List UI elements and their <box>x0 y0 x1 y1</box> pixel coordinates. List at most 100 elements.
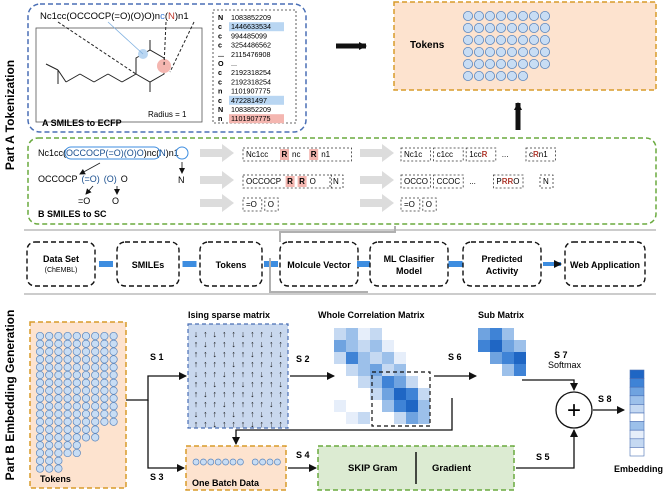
embedding-cell <box>629 378 645 388</box>
matrix-cell <box>406 412 418 424</box>
token-dot <box>100 386 109 395</box>
ising-spin: ↑ <box>231 399 236 409</box>
token-dot <box>81 355 91 364</box>
matrix-cell <box>346 364 358 376</box>
ising-spin: ↑ <box>213 389 218 399</box>
token-dot <box>540 47 551 58</box>
ising-spin: ↑ <box>250 379 255 389</box>
matrix-cell <box>370 376 382 388</box>
sc-row2-out-token: OCCO <box>404 177 428 186</box>
embedding-cell <box>629 369 645 379</box>
token-dot <box>484 59 495 70</box>
ising-spin: ↑ <box>278 339 283 349</box>
matrix-cell <box>382 400 394 412</box>
matrix-cell <box>334 340 346 352</box>
matrix-cell <box>370 388 382 400</box>
pipeline-step-label: SMILEs <box>132 260 165 270</box>
sc-row2-n-out-box <box>539 174 554 189</box>
token-dot <box>109 355 118 364</box>
token-dot <box>54 456 63 465</box>
token-dot <box>45 425 54 434</box>
embedding-cell <box>629 404 645 414</box>
batch-dot <box>200 458 207 466</box>
batch-dots <box>192 458 281 466</box>
ising-spin: ↑ <box>260 389 265 399</box>
ising-spin: ↓ <box>250 349 255 359</box>
token-dot <box>45 339 54 348</box>
ising-spin: ↑ <box>278 409 283 419</box>
token-dot <box>518 35 529 46</box>
token-dot <box>63 417 72 426</box>
ising-spin: ↑ <box>231 419 236 429</box>
token-dot <box>100 355 109 364</box>
sc-row2-out-box <box>400 174 432 189</box>
token-dot <box>45 448 54 458</box>
matrix-cell <box>394 412 406 424</box>
ising-spin: ↑ <box>278 389 283 399</box>
ising-spin: ↑ <box>278 369 283 379</box>
token-dot <box>462 35 473 46</box>
matrix-cell <box>370 352 382 364</box>
ecfp-hash: 2115476908 <box>231 50 270 59</box>
ising-spin: ↓ <box>231 409 236 419</box>
ecfp-title: A SMILES to ECFP <box>42 118 122 128</box>
sc-r-highlight <box>285 176 295 187</box>
sc-n: N <box>178 175 185 185</box>
sub-matrix-cell <box>514 364 526 376</box>
ising-spin: ↓ <box>222 399 227 409</box>
token-dot <box>35 378 45 387</box>
token-dot <box>484 35 495 46</box>
token-dot <box>540 35 551 46</box>
pipeline-step-label: Tokens <box>216 260 247 270</box>
matrix-cell <box>358 376 370 388</box>
ising-spin: ↑ <box>203 359 208 369</box>
matrix-cell <box>358 364 370 376</box>
token-dot <box>54 464 63 473</box>
sc-row1-token: n1 <box>321 150 330 159</box>
token-dot <box>100 409 109 419</box>
token-dot <box>72 433 81 442</box>
ising-spin: ↑ <box>194 359 199 369</box>
ecfp-hash-highlight <box>229 95 284 105</box>
token-dot <box>109 402 118 411</box>
pipeline-connector <box>357 261 371 267</box>
part-a-label: Part A Tokenization <box>3 60 17 170</box>
token-dot <box>495 35 506 46</box>
matrix-cell <box>394 352 406 364</box>
sc-row2-out-box <box>433 174 464 189</box>
sc-row1-token: nc <box>292 150 300 159</box>
ising-spin: ↑ <box>278 359 283 369</box>
sc-row3-token: O <box>268 200 274 209</box>
matrix-cell <box>346 352 358 364</box>
sc-row2-token: R <box>287 177 293 186</box>
sc-row1-out-token: ... <box>502 150 509 159</box>
embedding-cell <box>629 386 645 397</box>
matrix-cell <box>358 340 370 352</box>
ising-spin: ↓ <box>260 369 265 379</box>
ising-spin: ↑ <box>278 419 283 429</box>
matrix-cell <box>406 400 418 412</box>
ising-spin: ↑ <box>260 399 265 409</box>
ecfp-atom: O <box>218 59 224 68</box>
sc-row1-out-box <box>465 147 497 162</box>
ising-spin: ↓ <box>213 419 218 429</box>
token-dot <box>81 409 91 419</box>
ecfp-hash: 1083852209 <box>231 13 271 22</box>
step-label: S 7 <box>554 350 568 360</box>
ising-spin: ↑ <box>241 399 246 409</box>
token-dot <box>81 386 91 395</box>
token-dot <box>54 386 63 395</box>
token-dot <box>54 402 63 411</box>
sub-matrix-cell <box>502 364 514 376</box>
embedding-cell <box>629 412 645 422</box>
token-dot <box>72 425 81 434</box>
sub-matrix-cell <box>514 352 526 364</box>
molecule-drawing <box>35 21 203 123</box>
sc-row1-box <box>242 147 352 162</box>
token-dot <box>54 363 63 372</box>
token-dot <box>518 47 529 58</box>
ising-spin: ↑ <box>250 339 255 349</box>
batch-title: One Batch Data <box>192 478 260 488</box>
token-dot <box>109 394 118 403</box>
